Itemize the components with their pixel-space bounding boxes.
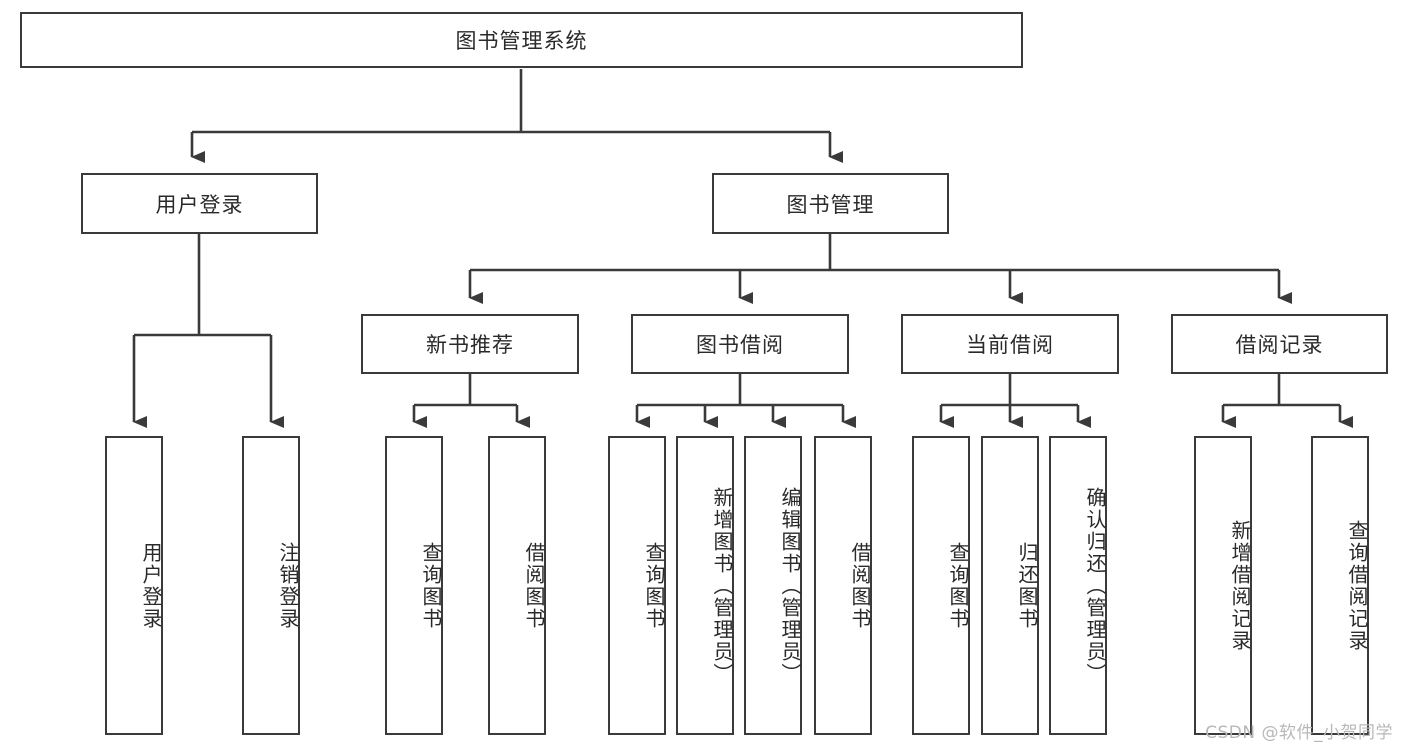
node-book-management[interactable]: 图书管理 xyxy=(712,173,949,234)
leaf-query-book-3-label: 查询图书 xyxy=(946,541,970,630)
node-borrow-record[interactable]: 借阅记录 xyxy=(1171,314,1388,374)
leaf-borrow-book-2-label: 借阅图书 xyxy=(848,541,872,630)
node-new-book-recommend-label: 新书推荐 xyxy=(426,333,514,357)
node-book-borrow-label: 图书借阅 xyxy=(696,333,784,357)
leaf-query-book-2[interactable]: 查询图书 xyxy=(608,436,666,735)
leaf-query-book-1[interactable]: 查询图书 xyxy=(385,436,443,735)
leaf-query-book-3[interactable]: 查询图书 xyxy=(912,436,970,735)
leaf-user-login[interactable]: 用户登录 xyxy=(105,436,163,735)
leaf-query-book-2-label: 查询图书 xyxy=(642,541,666,630)
node-book-borrow[interactable]: 图书借阅 xyxy=(631,314,849,374)
leaf-add-book[interactable]: 新增图书（管理员） xyxy=(676,436,734,735)
node-user-login-label: 用户登录 xyxy=(155,192,244,217)
leaf-borrow-book-1[interactable]: 借阅图书 xyxy=(488,436,546,735)
node-current-borrow-label: 当前借阅 xyxy=(966,333,1054,357)
leaf-edit-book[interactable]: 编辑图书（管理员） xyxy=(744,436,802,735)
leaf-query-book-1-label: 查询图书 xyxy=(419,541,443,630)
node-current-borrow[interactable]: 当前借阅 xyxy=(901,314,1119,374)
leaf-add-record[interactable]: 新增借阅记录 xyxy=(1194,436,1252,735)
node-user-login[interactable]: 用户登录 xyxy=(81,173,318,234)
leaf-return-book[interactable]: 归还图书 xyxy=(981,436,1039,735)
node-new-book-recommend[interactable]: 新书推荐 xyxy=(361,314,579,374)
leaf-borrow-book-2[interactable]: 借阅图书 xyxy=(814,436,872,735)
csdn-watermark: CSDN @软件_小贺同学 xyxy=(1205,723,1393,743)
node-root[interactable]: 图书管理系统 xyxy=(20,12,1023,68)
node-borrow-record-label: 借阅记录 xyxy=(1235,333,1324,357)
leaf-user-logout-label: 注销登录 xyxy=(276,541,300,630)
leaf-add-book-label: 新增图书（管理员） xyxy=(710,486,734,685)
leaf-borrow-book-1-label: 借阅图书 xyxy=(522,541,546,630)
leaf-add-record-label: 新增借阅记录 xyxy=(1228,519,1252,652)
node-book-management-label: 图书管理 xyxy=(786,192,875,217)
leaf-return-book-label: 归还图书 xyxy=(1015,541,1039,630)
node-root-label: 图书管理系统 xyxy=(455,29,588,53)
leaf-user-login-label: 用户登录 xyxy=(139,541,163,630)
leaf-query-record-label: 查询借阅记录 xyxy=(1345,519,1369,652)
leaf-confirm-return[interactable]: 确认归还（管理员） xyxy=(1049,436,1107,735)
leaf-user-logout[interactable]: 注销登录 xyxy=(242,436,300,735)
leaf-confirm-return-label: 确认归还（管理员） xyxy=(1083,486,1107,685)
leaf-edit-book-label: 编辑图书（管理员） xyxy=(778,486,802,685)
leaf-query-record[interactable]: 查询借阅记录 xyxy=(1311,436,1369,735)
